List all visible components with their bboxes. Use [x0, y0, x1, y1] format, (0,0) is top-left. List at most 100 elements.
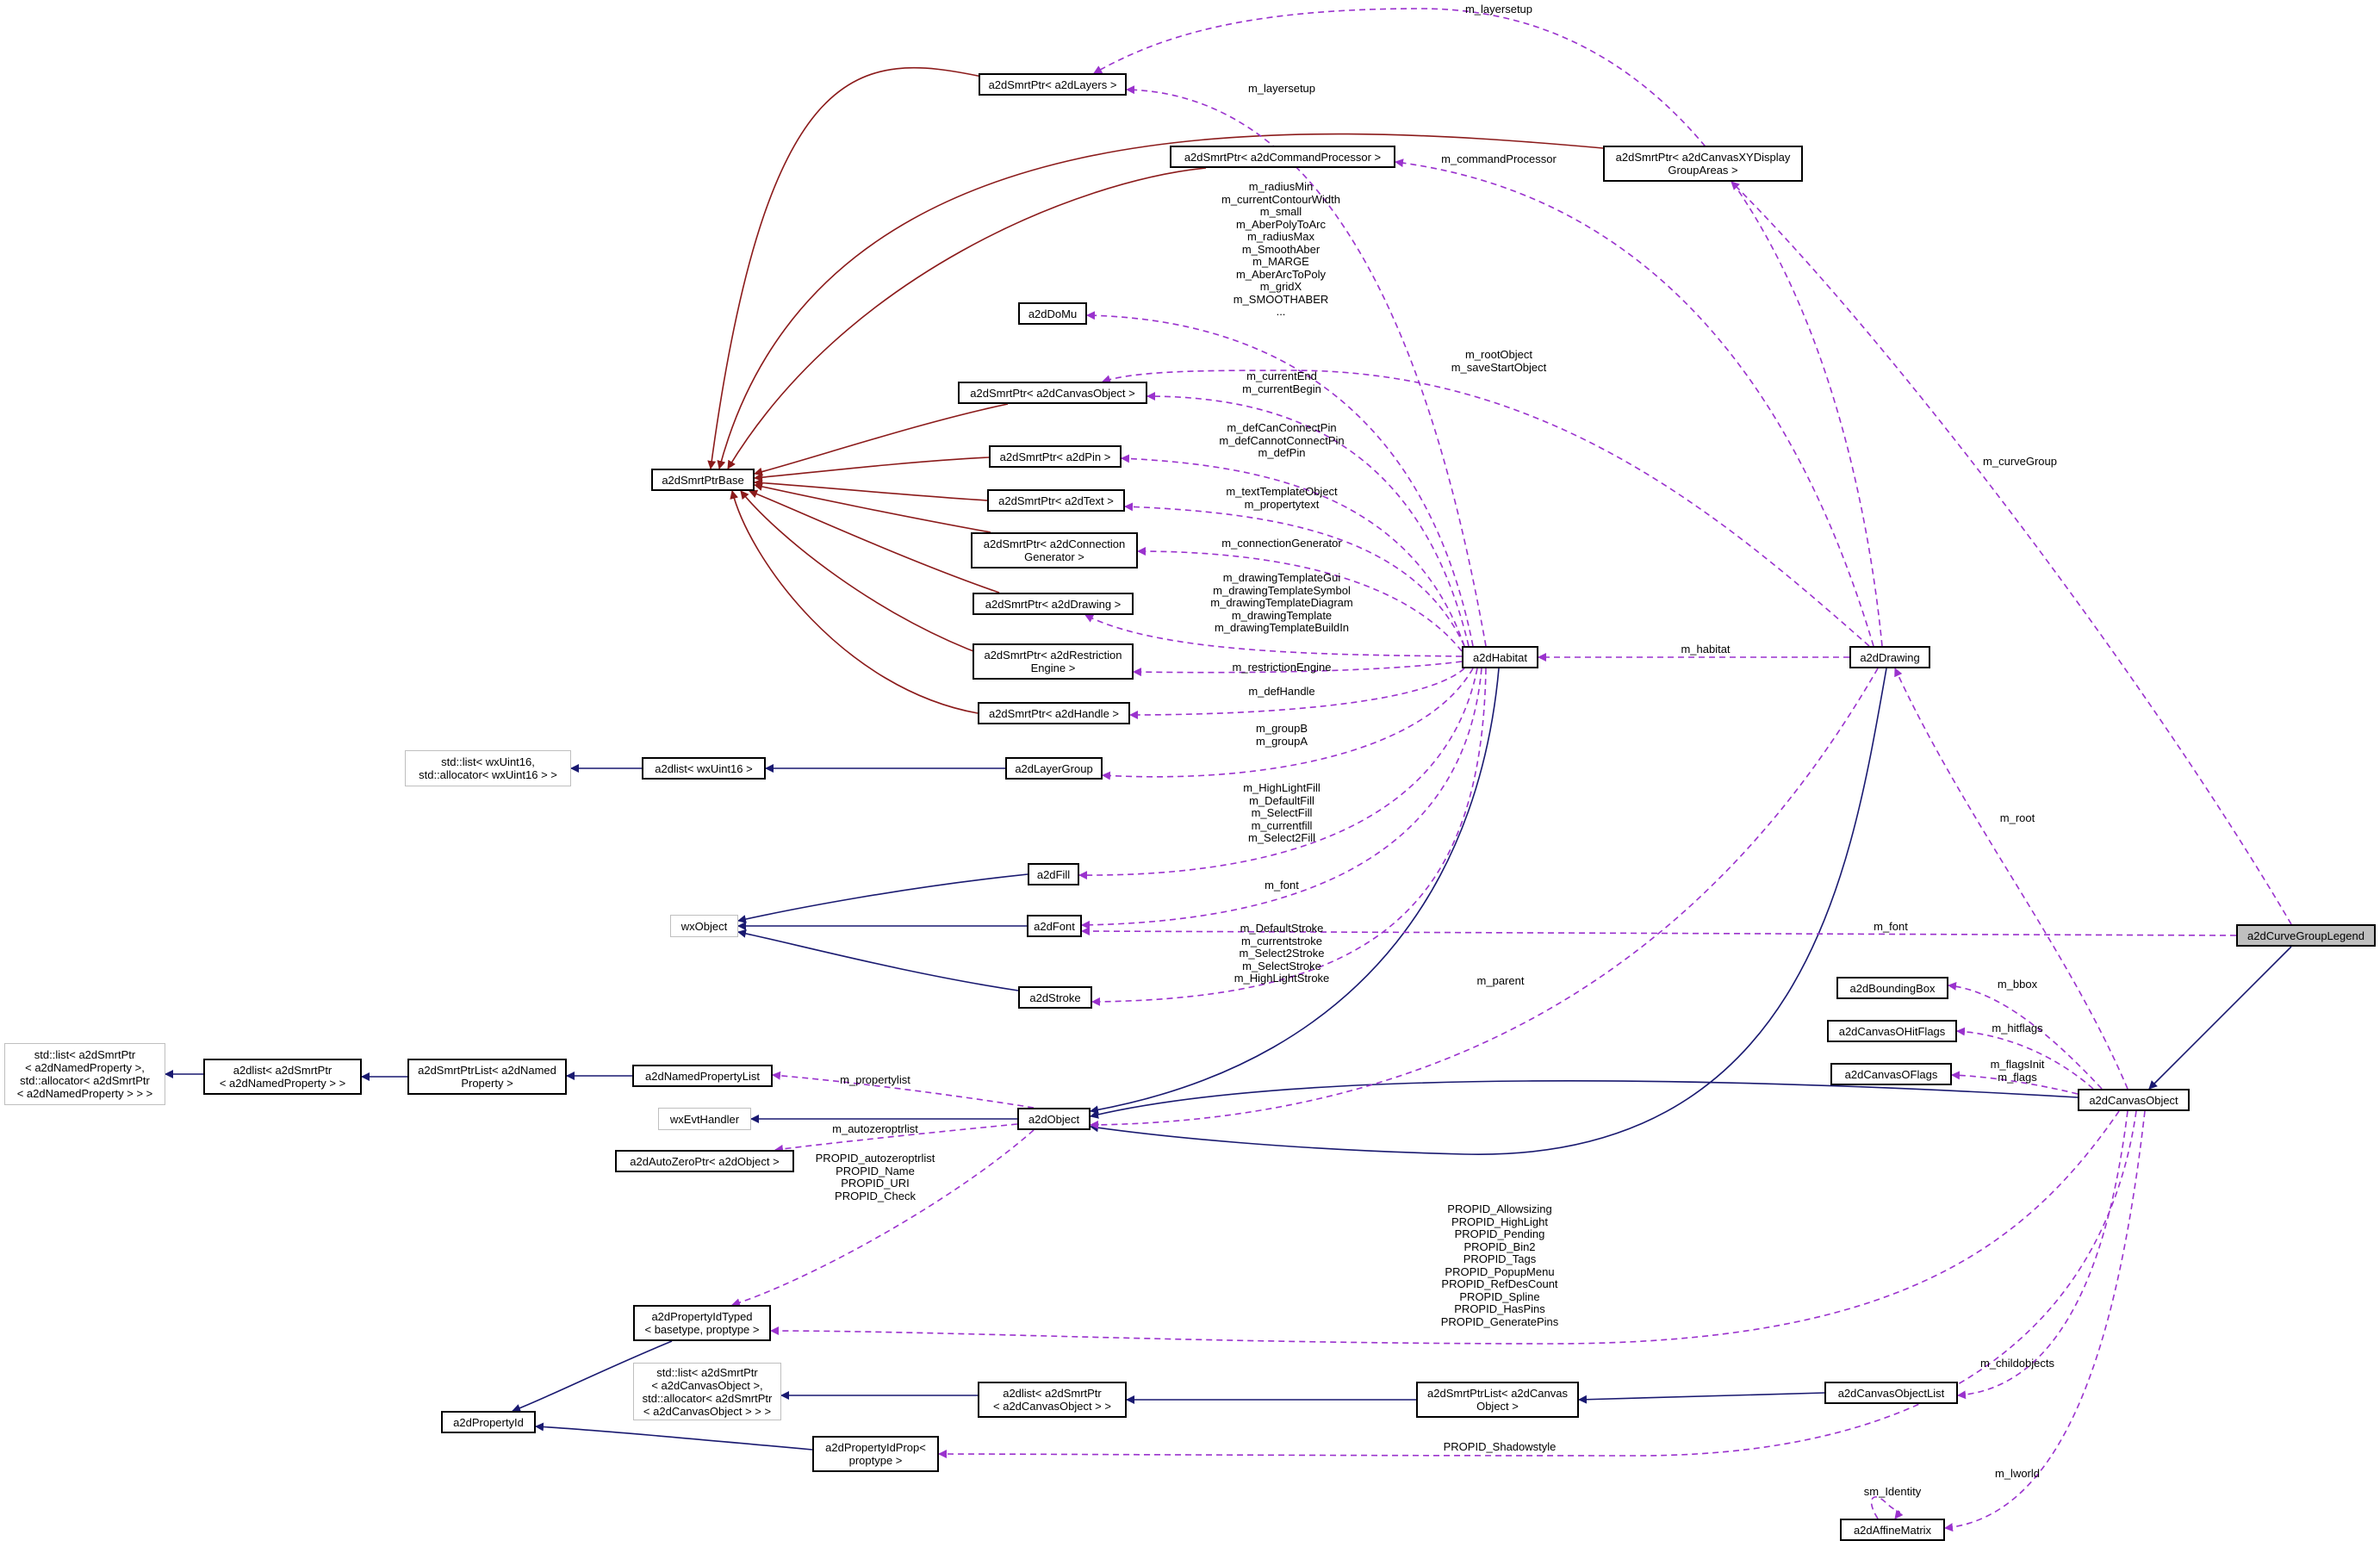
edge-label-m-layersetup: m_layersetup [1247, 82, 1316, 95]
node-a2dsmrtptrbase[interactable]: a2dSmrtPtrBase [651, 469, 755, 491]
node-a2dcanvasoflags[interactable]: a2dCanvasOFlags [1830, 1063, 1952, 1085]
node-a2dhabitat[interactable]: a2dHabitat [1462, 646, 1538, 668]
edge-label-m-curvegroup: m_curveGroup [1983, 455, 2057, 468]
node-a2dsmrtptr-drawing[interactable]: a2dSmrtPtr< a2dDrawing > [973, 593, 1134, 615]
node-a2dlayergroup[interactable]: a2dLayerGroup [1005, 757, 1103, 780]
edge-label-pin-members: m_defCanConnectPin m_defCannotConnectPin… [1219, 421, 1345, 459]
edge-label-propid-canvasobject: PROPID_Allowsizing PROPID_HighLight PROP… [1440, 1202, 1559, 1328]
edge-label-m-group: m_groupB m_groupA [1256, 722, 1308, 748]
node-a2dsmrtptr-restrictionengine[interactable]: a2dSmrtPtr< a2dRestriction Engine > [973, 643, 1134, 680]
edge-drawing-object-parent [1090, 668, 1879, 1129]
edge-handle-ptr-to-base [730, 490, 979, 714]
node-a2dcanvasobject[interactable]: a2dCanvasObject [2078, 1089, 2190, 1111]
edge-habitat-canvasobject-ptr [1147, 392, 1470, 647]
node-wxobject[interactable]: wxObject [670, 915, 738, 937]
edge-label-m-autozeroptrlist: m_autozeroptrlist [832, 1122, 918, 1135]
node-a2dlist-canvasobject[interactable]: a2dlist< a2dSmrtPtr < a2dCanvasObject > … [978, 1382, 1127, 1418]
edge-text-ptr-to-base [754, 478, 988, 501]
node-a2dsmrtptr-xydisplay[interactable]: a2dSmrtPtr< a2dCanvasXYDisplay GroupArea… [1603, 146, 1803, 182]
edge-cmdproc-to-base [727, 167, 1207, 469]
node-a2dnamedpropertylist[interactable]: a2dNamedPropertyList [632, 1065, 773, 1087]
edge-label-text-members: m_textTemplateObject m_propertytext [1226, 485, 1338, 511]
node-a2dpropertyidprop[interactable]: a2dPropertyIdProp< proptype > [812, 1436, 939, 1472]
edge-label-m-defhandle: m_defHandle [1248, 685, 1315, 698]
edge-label-propid-object: PROPID_autozeroptrlist PROPID_Name PROPI… [815, 1152, 935, 1202]
edge-label-m-bbox: m_bbox [1997, 978, 2038, 991]
node-a2dpropertyidtyped[interactable]: a2dPropertyIdTyped < basetype, proptype … [633, 1305, 771, 1341]
node-std-list-wxuint16[interactable]: std::list< wxUint16, std::allocator< wxU… [405, 750, 571, 786]
edge-drawing-canvasobject-ptr [1102, 370, 1870, 647]
node-a2dsmrtptr-pin[interactable]: a2dSmrtPtr< a2dPin > [989, 445, 1122, 468]
edge-canvasobjectlist-to-smrtptrlist [1578, 1392, 1825, 1404]
node-wxevthandler[interactable]: wxEvtHandler [658, 1108, 751, 1130]
node-a2dsmrtptr-connectiongenerator[interactable]: a2dSmrtPtr< a2dConnection Generator > [971, 532, 1138, 568]
edge-canvasobject-childobjects [1957, 1110, 2128, 1400]
edge-canvasobject-propidprop [938, 1110, 2137, 1459]
node-a2dlist-namedproperty[interactable]: a2dlist< a2dSmrtPtr < a2dNamedProperty >… [203, 1059, 362, 1095]
edge-habitat-to-object [1090, 668, 1500, 1115]
edge-affinematrix-self [1870, 1496, 1904, 1519]
edge-label-m-layersetup-top: m_layersetup [1464, 3, 1533, 16]
edge-connection-ptr-to-base [754, 482, 991, 533]
node-a2dpropertyid[interactable]: a2dPropertyId [441, 1411, 536, 1433]
node-a2dcanvasobjectlist[interactable]: a2dCanvasObjectList [1824, 1382, 1958, 1404]
edge-habitat-pin-ptr [1121, 454, 1465, 647]
edge-label-m-commandprocessor: m_commandProcessor [1441, 152, 1557, 165]
node-a2dboundingbox[interactable]: a2dBoundingBox [1836, 977, 1948, 999]
node-a2dfont[interactable]: a2dFont [1027, 915, 1082, 937]
edge-habitat-layergroup [1102, 668, 1474, 780]
node-a2daffinematrix[interactable]: a2dAffineMatrix [1840, 1519, 1945, 1541]
node-a2dlist-wxuint16[interactable]: a2dlist< wxUint16 > [642, 757, 766, 780]
edge-label-m-restrictionengine: m_restrictionEngine [1232, 661, 1332, 674]
node-std-list-namedproperty[interactable]: std::list< a2dSmrtPtr < a2dNamedProperty… [4, 1043, 165, 1105]
node-a2dsmrtptrlist-namedproperty[interactable]: a2dSmrtPtrList< a2dNamed Property > [407, 1059, 567, 1095]
edge-canvasobject-propidtyped [770, 1110, 2120, 1345]
edge-canvasobject-to-object [1090, 1080, 2079, 1119]
edge-object-namedproplist [772, 1071, 1035, 1109]
node-a2ddomu[interactable]: a2dDoMu [1018, 302, 1087, 325]
node-a2dsmrtptrlist-canvasobject[interactable]: a2dSmrtPtrList< a2dCanvas Object > [1416, 1382, 1579, 1418]
node-a2dfill[interactable]: a2dFill [1028, 863, 1079, 885]
node-a2dsmrtptr-canvasobject[interactable]: a2dSmrtPtr< a2dCanvasObject > [958, 382, 1147, 404]
node-a2ddrawing[interactable]: a2dDrawing [1849, 646, 1930, 668]
node-a2dautozeroptr[interactable]: a2dAutoZeroPtr< a2dObject > [615, 1150, 794, 1172]
edge-canvasobject-oflags [1951, 1071, 2079, 1095]
edge-canvasobject-affinematrix [1944, 1110, 2146, 1532]
edge-label-domu-members: m_radiusMin m_currentContourWidth m_smal… [1221, 180, 1340, 318]
edge-label-fill-members: m_HighLightFill m_DefaultFill m_SelectFi… [1243, 781, 1320, 844]
edge-object-propidtyped [731, 1129, 1035, 1308]
edge-label-m-flags: m_flagsInit m_flags [1990, 1058, 2045, 1084]
node-a2dcanvasohitflags[interactable]: a2dCanvasOHitFlags [1827, 1020, 1957, 1042]
edge-habitat-font [1081, 668, 1482, 929]
edge-label-m-hitflags: m_hitflags [1992, 1022, 2043, 1034]
edge-canvasobject-ptr-to-base [754, 403, 1009, 476]
edge-habitat-restriction-ptr [1133, 661, 1463, 677]
edge-label-m-rootobject: m_rootObject m_saveStartObject [1451, 348, 1547, 374]
edge-canvasobject-bbox [1948, 981, 2103, 1090]
edge-label-m-currentend: m_currentEnd m_currentBegin [1242, 370, 1321, 395]
edge-propidprop-to-propertyid [535, 1422, 813, 1451]
node-a2dsmrtptr-text[interactable]: a2dSmrtPtr< a2dText > [987, 489, 1125, 512]
edge-habitat-connection-ptr [1137, 547, 1463, 652]
edge-label-m-root: m_root [1999, 811, 2035, 824]
edge-restriction-ptr-to-base [740, 490, 1000, 662]
edge-label-m-childobjects: m_childobjects [1980, 1357, 2054, 1370]
edge-label-m-connectiongenerator: m_connectionGenerator [1221, 537, 1342, 550]
node-a2dsmrtptr-handle[interactable]: a2dSmrtPtr< a2dHandle > [978, 702, 1130, 724]
node-a2dcurvegrouplegend[interactable]: a2dCurveGroupLegend [2236, 924, 2376, 947]
node-std-list-canvasobject[interactable]: std::list< a2dSmrtPtr < a2dCanvasObject … [633, 1363, 781, 1420]
edge-drawing-cmdproc [1395, 158, 1874, 647]
node-a2dstroke[interactable]: a2dStroke [1018, 986, 1092, 1009]
edge-drawing-layersetup [1093, 8, 1883, 647]
edge-label-m-habitat: m_habitat [1681, 643, 1731, 655]
edge-legend-to-canvasobject [2148, 946, 2292, 1090]
edge-canvasobject-hitflags [1956, 1027, 2094, 1090]
edge-stroke-to-wxobject [737, 929, 1019, 991]
edge-canvasobject-drawing [1894, 668, 2128, 1090]
node-a2dsmrtptr-layers[interactable]: a2dSmrtPtr< a2dLayers > [979, 73, 1127, 96]
edge-label-m-lworld: m_lworld [1994, 1467, 2041, 1480]
node-a2dobject[interactable]: a2dObject [1017, 1108, 1091, 1130]
node-a2dsmrtptr-commandprocessor[interactable]: a2dSmrtPtr< a2dCommandProcessor > [1170, 146, 1395, 168]
